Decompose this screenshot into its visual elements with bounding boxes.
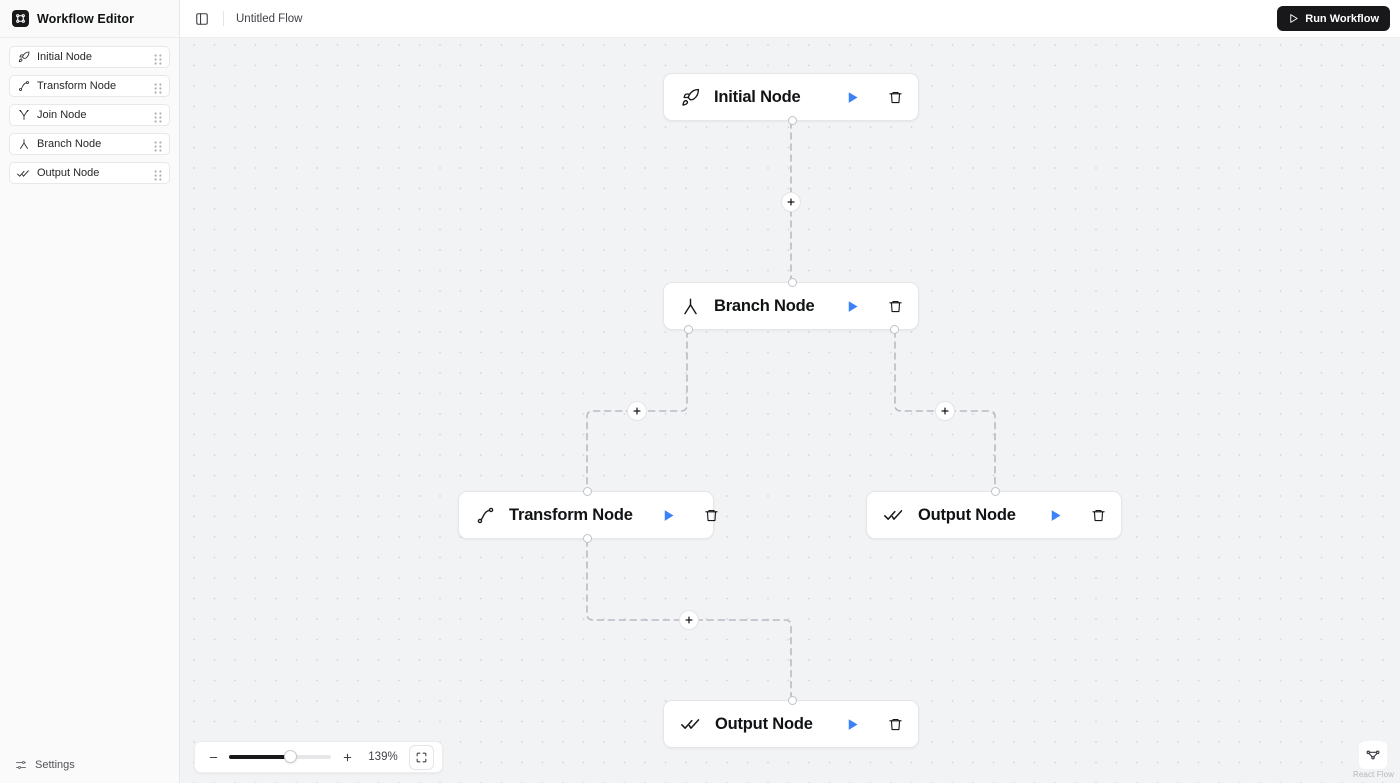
node-run-icon[interactable]: [845, 90, 860, 105]
node-delete-icon[interactable]: [888, 90, 903, 105]
double-check-icon: [681, 714, 701, 734]
react-flow-icon[interactable]: [1359, 741, 1388, 769]
flow-node-label: Initial Node: [714, 87, 801, 106]
curve-icon: [476, 506, 495, 525]
node-delete-icon[interactable]: [1091, 508, 1106, 523]
node-run-icon[interactable]: [661, 508, 676, 523]
palette-item-join-node[interactable]: Join Node: [9, 104, 170, 126]
settings-button[interactable]: Settings: [14, 758, 167, 771]
zoom-in-button[interactable]: [337, 747, 357, 767]
flow-node-output-2[interactable]: Output Node: [663, 696, 919, 748]
palette-item-branch-node[interactable]: Branch Node: [9, 133, 170, 155]
curve-icon: [17, 80, 30, 93]
node-run-icon[interactable]: [845, 717, 860, 732]
node-handle-source[interactable]: [582, 534, 592, 543]
zoom-slider-thumb[interactable]: [284, 750, 297, 763]
palette-item-label: Transform Node: [37, 80, 117, 92]
app-brand: Workflow Editor: [0, 0, 179, 38]
split-icon: [681, 297, 700, 316]
sidebar-footer: Settings: [0, 758, 179, 783]
palette-item-label: Output Node: [37, 167, 100, 179]
react-flow-attribution: React Flow: [1353, 741, 1394, 779]
palette-item-output-node[interactable]: Output Node: [9, 162, 170, 184]
fit-view-button[interactable]: [409, 744, 434, 770]
workflow-logo-icon: [12, 10, 29, 27]
node-delete-icon[interactable]: [888, 717, 903, 732]
sliders-icon: [14, 758, 27, 771]
edge-add-button-initial-branch[interactable]: [781, 192, 801, 212]
zoom-controls: 139%: [194, 741, 443, 773]
node-run-icon[interactable]: [1048, 508, 1063, 523]
flow-node-initial[interactable]: Initial Node: [663, 73, 919, 125]
drag-handle-icon[interactable]: [154, 168, 162, 181]
flow-node-label: Branch Node: [714, 296, 815, 315]
zoom-slider-fill: [229, 755, 291, 759]
flow-node-label: Transform Node: [509, 505, 633, 524]
drag-handle-icon[interactable]: [154, 52, 162, 65]
edge-add-button-branch-transform[interactable]: [627, 401, 647, 421]
node-handle-source-left[interactable]: [683, 325, 693, 334]
node-handle-target[interactable]: [787, 278, 797, 287]
node-handle-target[interactable]: [990, 487, 1000, 496]
node-delete-icon[interactable]: [704, 508, 719, 523]
drag-handle-icon[interactable]: [154, 139, 162, 152]
drag-handle-icon[interactable]: [154, 110, 162, 123]
palette-item-initial-node[interactable]: Initial Node: [9, 46, 170, 68]
flow-canvas[interactable]: Initial Node Bran: [180, 38, 1400, 783]
double-check-icon: [17, 167, 30, 180]
flow-node-output-1[interactable]: Output Node: [866, 487, 1122, 539]
edge-add-button-transform-output[interactable]: [679, 610, 699, 630]
node-delete-icon[interactable]: [888, 299, 903, 314]
drag-handle-icon[interactable]: [154, 81, 162, 94]
topbar-divider: [223, 11, 224, 26]
app-title: Workflow Editor: [37, 11, 135, 26]
palette-item-transform-node[interactable]: Transform Node: [9, 75, 170, 97]
rocket-icon: [681, 88, 700, 107]
topbar: Untitled Flow Run Workflow: [180, 0, 1400, 38]
palette-item-label: Join Node: [37, 109, 87, 121]
react-flow-attribution-label: React Flow: [1352, 770, 1394, 779]
merge-icon: [17, 109, 30, 122]
zoom-out-button[interactable]: [203, 747, 223, 767]
node-palette: Initial Node Transform Node: [0, 38, 179, 184]
flow-node-branch[interactable]: Branch Node: [663, 278, 919, 334]
palette-item-label: Branch Node: [37, 138, 102, 150]
run-workflow-label: Run Workflow: [1305, 12, 1379, 25]
split-icon: [17, 138, 30, 151]
run-workflow-button[interactable]: Run Workflow: [1277, 6, 1390, 31]
flow-node-label: Output Node: [715, 714, 813, 733]
rocket-icon: [17, 51, 30, 64]
panel-toggle-icon[interactable]: [192, 9, 212, 29]
flow-title[interactable]: Untitled Flow: [236, 12, 303, 25]
edge-add-button-branch-output[interactable]: [935, 401, 955, 421]
settings-label: Settings: [35, 758, 75, 771]
zoom-slider[interactable]: [229, 750, 331, 763]
edge-layer: [586, 121, 996, 700]
node-run-icon[interactable]: [845, 299, 860, 314]
node-handle-target[interactable]: [582, 487, 592, 496]
zoom-level-label: 139%: [368, 751, 398, 763]
main-area: Untitled Flow Run Workflow: [180, 0, 1400, 783]
sidebar: Workflow Editor Initial Node: [0, 0, 180, 783]
node-handle-source-right[interactable]: [889, 325, 899, 334]
double-check-icon: [884, 505, 904, 525]
flow-node-transform[interactable]: Transform Node: [458, 487, 718, 543]
play-icon: [1288, 13, 1299, 24]
palette-item-label: Initial Node: [37, 51, 93, 63]
flow-node-label: Output Node: [918, 505, 1016, 524]
node-handle-source[interactable]: [787, 116, 797, 125]
node-handle-target[interactable]: [787, 696, 797, 705]
